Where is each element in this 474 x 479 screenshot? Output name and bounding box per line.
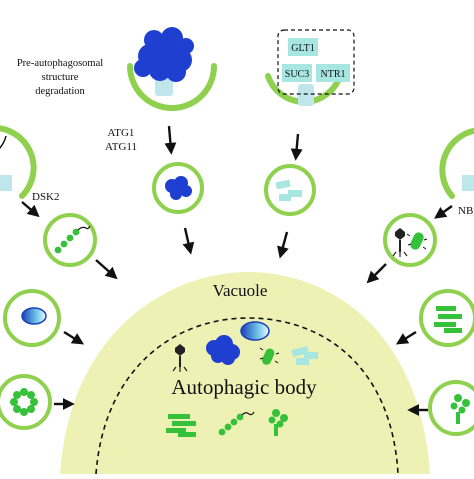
ring-complex-icon	[10, 388, 38, 416]
vacuole-body	[60, 272, 430, 474]
dsk2-autophagosome	[43, 213, 97, 267]
bacterium-icon	[406, 232, 428, 250]
organelle-oval-icon	[21, 307, 47, 325]
arrow-pas-to-vesicle	[164, 125, 177, 155]
left-mid-autophagosome	[3, 289, 61, 347]
ntr1-label: NTR1	[321, 69, 346, 80]
right-bottom-autophagosome	[428, 380, 474, 436]
virus-icon	[392, 228, 408, 257]
vacuole-cargo	[166, 321, 318, 437]
transporter-autophagosome	[264, 164, 316, 216]
pas-label-line1: Pre-autophagosomal	[17, 58, 103, 69]
ubiquitin-chain-vacuole-icon	[218, 413, 244, 436]
organelle-oval-vacuole-icon	[240, 321, 270, 341]
right-mid-autophagosome	[419, 289, 474, 347]
dsk2-label: DSK2	[32, 191, 60, 203]
transporter-vacuole-icon	[291, 346, 318, 365]
bacterium-vacuole-icon	[259, 347, 280, 365]
pas-cargo-vacuole-icon	[206, 335, 240, 365]
nbr-autophagosome	[383, 213, 437, 267]
pas-cargo-cluster-icon	[134, 27, 194, 82]
left-bottom-autophagosome	[0, 374, 52, 430]
er-stack-vacuole-icon	[166, 414, 196, 437]
granule-stalk-vacuole-icon	[268, 409, 288, 436]
pas-cargo-small-icon	[165, 176, 192, 200]
nbr-label: NB	[458, 205, 473, 217]
granule-stalk-icon	[450, 394, 470, 424]
arrow-pas-vesicle-to-vacuole	[182, 227, 195, 255]
er-stack-icon	[434, 306, 462, 333]
transporter-cargo-box	[277, 29, 355, 95]
pas-label-line3: degradation	[35, 86, 85, 97]
glt1-label: GLT1	[291, 43, 315, 54]
arrow-nbr-vesicle-to-vacuole	[366, 263, 387, 284]
transporter-phagophore	[265, 29, 355, 106]
left-top-phagophore	[0, 125, 37, 199]
vacuole-tonoplast-dashed	[95, 317, 399, 475]
atg11-label: ATG11	[105, 141, 137, 153]
arrow-transporter-to-vesicle	[290, 133, 303, 161]
vacuole-label: Vacuole	[213, 281, 268, 300]
arrow-dsk2-to-vesicle	[21, 201, 40, 218]
arrow-dsk2-vesicle-to-vacuole	[95, 259, 118, 280]
suc3-label: SUC3	[285, 69, 309, 80]
pas-label-line2: structure	[42, 72, 79, 83]
arrow-right-mid-to-vacuole	[395, 330, 417, 345]
arrow-nbr-to-vesicle	[434, 205, 453, 219]
virus-icon-vacuole	[172, 344, 188, 372]
ubiquitin-chain-icon	[54, 228, 80, 254]
right-top-phagophore	[439, 127, 474, 199]
pas-phagophore	[127, 27, 217, 111]
pas-autophagosome	[152, 162, 204, 214]
arrow-left-mid-to-vacuole	[63, 330, 85, 345]
arrow-transporter-vesicle-to-vacuole	[277, 231, 289, 259]
autophagic-body-label: Autophagic body	[171, 375, 317, 399]
atg1-label: ATG1	[108, 127, 135, 139]
